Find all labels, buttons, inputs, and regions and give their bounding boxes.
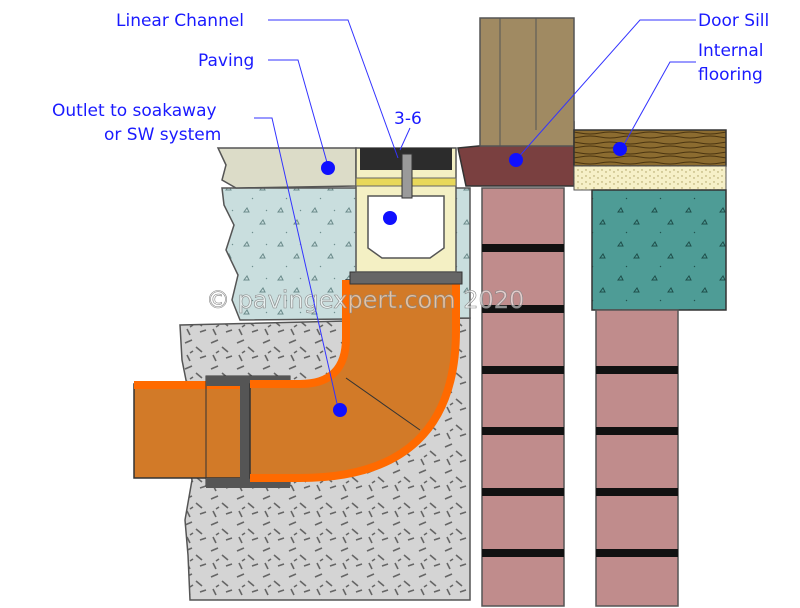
coupler-band <box>240 380 250 484</box>
marker-door-sill <box>509 153 523 167</box>
watermark: © pavingexpert.com 2020 <box>206 286 524 314</box>
label-linear-channel: Linear Channel <box>116 11 244 31</box>
mortar-joint <box>482 488 564 496</box>
marker-internal-flooring <box>613 142 627 156</box>
mortar-joint <box>482 244 564 252</box>
inner-brick-wall <box>595 309 679 607</box>
marker-outlet <box>333 403 347 417</box>
pipe-bend-joint <box>345 377 421 431</box>
label-internal-line2: flooring <box>698 65 763 85</box>
outer-brick-wall <box>481 187 565 607</box>
mortar-joint <box>596 488 678 496</box>
pipe-edge-top <box>134 381 250 389</box>
pipe-bend-edge-outer <box>250 280 460 482</box>
leader-outlet <box>254 117 339 409</box>
mortar-joint <box>482 366 564 374</box>
mortar-joint <box>482 427 564 435</box>
channel-inner <box>367 195 445 259</box>
mortar-joints <box>482 244 678 557</box>
leader-paving <box>268 59 329 167</box>
floor-screed <box>573 165 727 191</box>
leader-gap <box>399 127 411 151</box>
outlet-pipe-straight <box>133 383 251 479</box>
marker-linear-channel <box>383 211 397 225</box>
floor-slab <box>591 189 727 311</box>
label-gap: 3-6 <box>394 109 422 129</box>
mortar-joint <box>596 549 678 557</box>
label-internal-line1: Internal <box>698 41 764 61</box>
marker-paving <box>321 161 335 175</box>
leader-internal <box>621 61 696 149</box>
pipe-bend-edge <box>250 280 350 388</box>
mortar-joint <box>596 427 678 435</box>
label-outlet-line1: Outlet to soakaway <box>52 101 217 121</box>
label-door-sill: Door Sill <box>698 11 769 31</box>
door-frame <box>479 17 575 147</box>
label-outlet-line2: or SW system <box>104 125 221 145</box>
mortar-joint <box>482 549 564 557</box>
leader-door-sill <box>515 19 696 161</box>
timber-floor <box>573 129 727 167</box>
channel-bolt <box>401 153 413 199</box>
label-paving: Paving <box>198 51 254 71</box>
leader-linear-channel <box>268 19 399 159</box>
mortar-joint <box>596 366 678 374</box>
mortar-joint <box>482 305 564 313</box>
pipe-socket <box>349 271 463 285</box>
